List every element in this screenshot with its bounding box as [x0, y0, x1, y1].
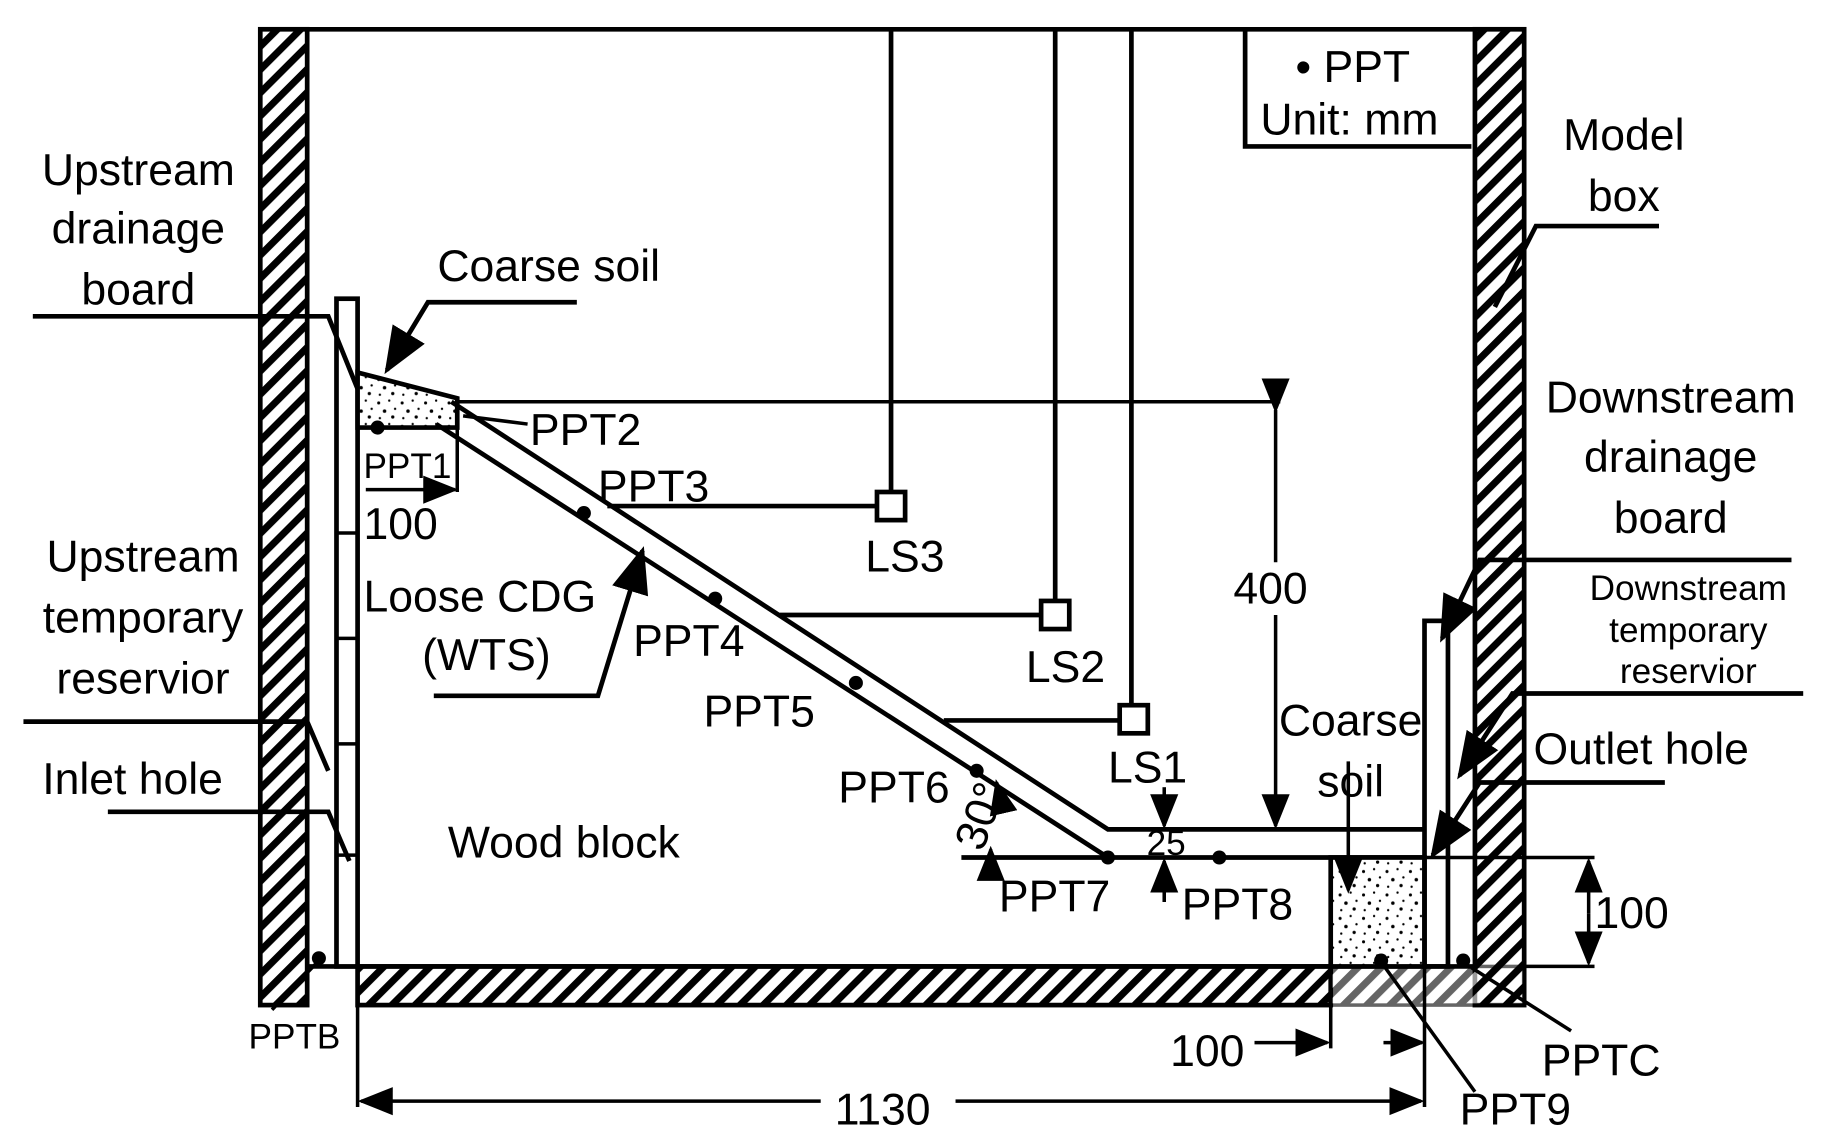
- ls1-label: LS1: [1108, 744, 1187, 793]
- label-text: temporary: [43, 594, 244, 643]
- label-text: Upstream: [42, 146, 235, 195]
- bottom-wall-downstream: [1328, 964, 1526, 1007]
- bottom-wall: [355, 964, 1334, 1008]
- model-box: [257, 26, 1527, 1008]
- label-text: Downstream: [1590, 569, 1787, 608]
- ppt5-label: PPT5: [703, 687, 814, 736]
- ppt-points: [311, 420, 1471, 968]
- legend-ppt: • PPT: [1296, 43, 1411, 92]
- ppt1-label: PPT1: [363, 447, 451, 486]
- label-text: Model: [1563, 111, 1684, 160]
- component-labels: Upstream drainage board Coarse soil Upst…: [42, 111, 1796, 868]
- left-wall: [257, 26, 310, 1008]
- label-text: Wood block: [448, 819, 681, 868]
- pptb-label: PPTB: [249, 1017, 341, 1056]
- ppt4-label: PPT4: [633, 617, 744, 666]
- dim-100-bottom: 100: [1170, 1027, 1244, 1076]
- label-text: Outlet hole: [1534, 725, 1749, 774]
- label-text: drainage: [52, 205, 225, 254]
- dimensions: 400 100 1130 100 100 25 30°: [355, 378, 1669, 1135]
- label-text: box: [1588, 172, 1660, 221]
- label-text: Coarse: [1279, 697, 1423, 746]
- ppt8-label: PPT8: [1182, 881, 1293, 930]
- laser-sensors: LS3 LS2 LS1: [607, 29, 1187, 793]
- label-text: Downstream: [1546, 373, 1796, 422]
- label-text: Coarse soil: [437, 242, 660, 291]
- ppt2-label: PPT2: [530, 406, 641, 455]
- dim-100-right: 100: [1595, 889, 1669, 938]
- label-text: board: [81, 266, 195, 315]
- label-text: drainage: [1584, 433, 1757, 482]
- upstream-drainage-board: [334, 296, 360, 969]
- ppt7-label: PPT7: [999, 872, 1110, 921]
- ls3-label: LS3: [865, 533, 944, 582]
- label-text: Loose CDG: [363, 573, 596, 622]
- downstream-drainage-board: [1422, 618, 1451, 969]
- legend: • PPT Unit: mm: [1242, 29, 1472, 149]
- leader-lines: [23, 223, 1804, 1093]
- ppt-labels: PPT1 PPT2 PPT3 PPT4 PPT5 PPT6 PPT7 PPT8 …: [249, 406, 1661, 1134]
- right-wall: [1472, 26, 1527, 1008]
- label-text: reservior: [56, 655, 229, 704]
- dim-100-upstream: 100: [363, 500, 437, 549]
- label-text: Upstream: [47, 533, 240, 582]
- pptc-label: PPTC: [1542, 1036, 1661, 1085]
- label-text: Inlet hole: [42, 755, 223, 804]
- dim-400: 400: [1233, 564, 1307, 613]
- label-text: soil: [1317, 758, 1384, 807]
- ppt9-label: PPT9: [1460, 1086, 1571, 1135]
- label-text: board: [1614, 494, 1728, 543]
- label-text: reservior: [1620, 652, 1757, 691]
- ppt3-label: PPT3: [598, 462, 709, 511]
- legend-unit: Unit: mm: [1260, 96, 1438, 145]
- coarse-soil-upstream: [355, 369, 460, 430]
- ppt6-label: PPT6: [838, 763, 949, 812]
- coarse-soil-downstream: [1328, 855, 1427, 969]
- label-text: temporary: [1609, 611, 1768, 650]
- dim-25: 25: [1147, 824, 1186, 863]
- ls2-label: LS2: [1026, 643, 1105, 692]
- label-text: (WTS): [422, 631, 551, 680]
- dim-1130: 1130: [835, 1086, 931, 1135]
